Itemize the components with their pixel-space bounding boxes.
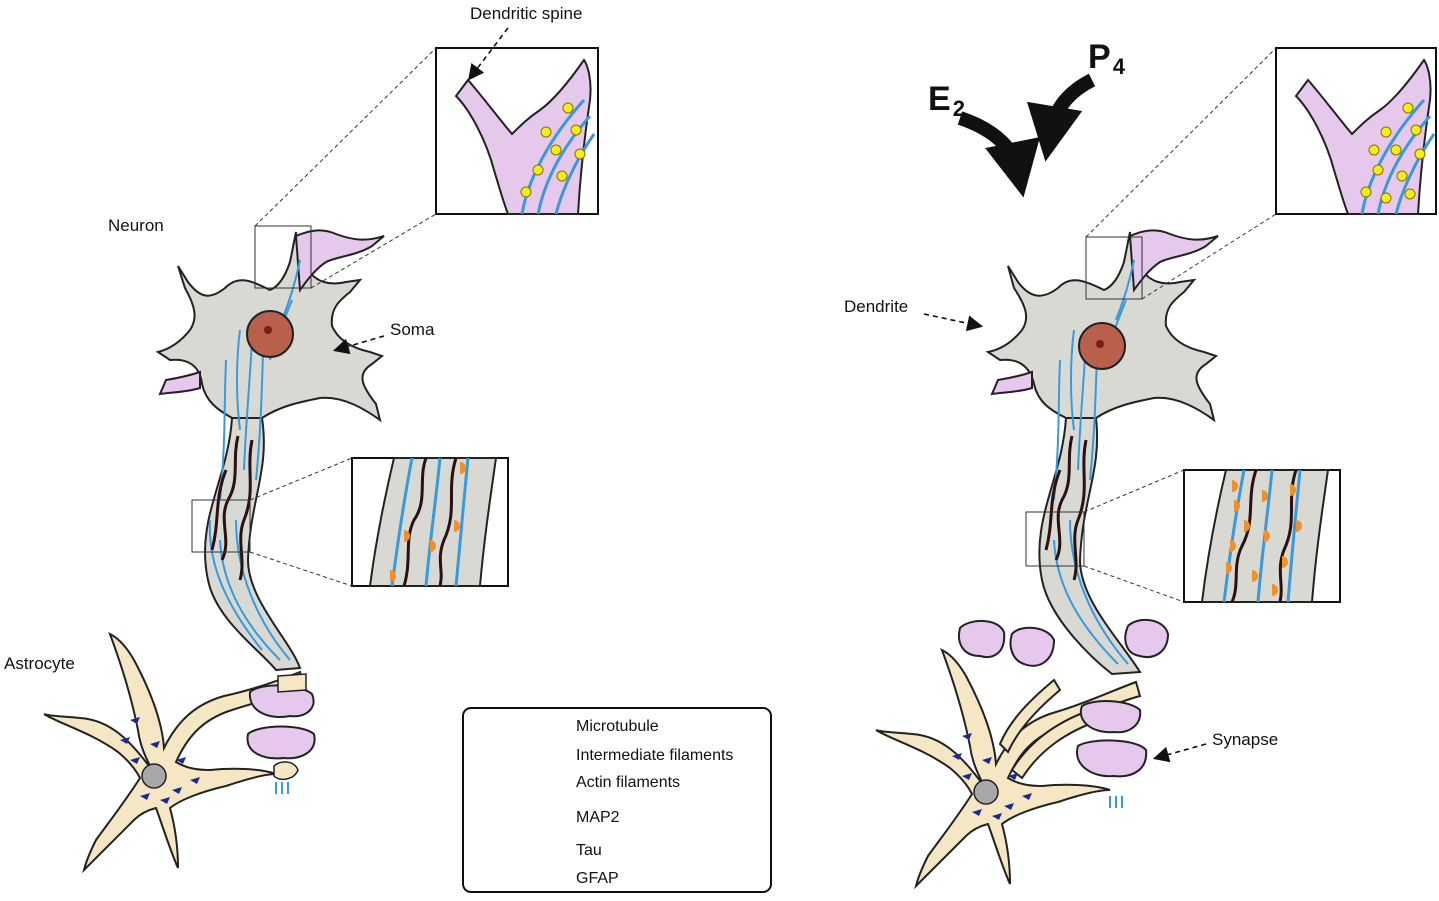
legend-item-gfap: GFAP xyxy=(464,865,770,895)
right-gfap-marks xyxy=(952,733,1032,820)
legend-label: Actin filaments xyxy=(576,774,681,791)
right-intermediate-filaments xyxy=(1044,435,1088,581)
left-spine-inset xyxy=(254,47,599,289)
right-synapse-bulb-5 xyxy=(1076,739,1148,778)
left-axon xyxy=(204,417,302,672)
right-astrocyte-nucleus xyxy=(973,779,999,805)
left-dendrite-zoom-frame xyxy=(254,225,312,289)
legend-item-actin-filaments: Actin filaments xyxy=(464,769,770,799)
left-astrocyte xyxy=(43,631,316,874)
left-gfap-marks xyxy=(120,717,200,804)
right-spine-inset xyxy=(1085,47,1437,300)
left-astrocyte-nucleus xyxy=(141,763,167,789)
right-synapse-bulb-4 xyxy=(1079,700,1142,734)
dendritic-spine-label: Dendritic spine xyxy=(470,4,583,23)
left-synapse-bulb-2 xyxy=(246,725,316,760)
neuron-label: Neuron xyxy=(108,216,164,235)
right-synapse-bulb-1 xyxy=(958,620,1006,658)
dendritic-spine-arrow xyxy=(468,27,509,81)
left-axon-inset xyxy=(249,457,509,587)
left-nucleus xyxy=(246,310,294,358)
legend-label: MAP2 xyxy=(576,809,620,826)
synapse-label: Synapse xyxy=(1212,730,1279,749)
legend-item-microtubule: Microtubule xyxy=(464,713,770,743)
astrocyte-label: Astrocyte xyxy=(4,654,75,673)
right-synapse-bulb-3 xyxy=(1124,618,1170,658)
left-axon-terminal-1 xyxy=(277,673,307,693)
right-axon-zoom-frame xyxy=(1025,511,1085,567)
legend-label: Tau xyxy=(576,842,602,859)
dendrite-arrow xyxy=(923,313,984,332)
synapse-arrow xyxy=(1152,743,1207,763)
right-nucleolus xyxy=(1096,340,1104,348)
left-dendrite-left xyxy=(158,370,201,396)
right-axon-inset xyxy=(1083,469,1341,603)
left-nucleolus xyxy=(264,326,272,334)
legend-label: Intermediate filaments xyxy=(576,747,734,764)
p4-label: P4 xyxy=(1088,38,1125,79)
right-dendrite-upper xyxy=(1128,229,1219,293)
legend-item-tau: Tau xyxy=(464,837,770,867)
dendrite-label: Dendrite xyxy=(844,297,909,316)
e2-arrow xyxy=(957,111,1040,198)
legend-label: GFAP xyxy=(576,870,619,887)
legend-label: Microtubule xyxy=(576,718,659,735)
left-axon-terminal-2 xyxy=(273,761,299,781)
right-synapse-bulb-2 xyxy=(1009,626,1056,667)
right-dendrite-left xyxy=(990,370,1033,396)
legend-item-intermediate-filaments: Intermediate filaments xyxy=(464,742,770,772)
annotation-arrows xyxy=(332,27,1207,763)
right-neuron xyxy=(985,229,1219,676)
left-axon-zoom-frame xyxy=(191,499,251,553)
right-axon xyxy=(1038,417,1142,676)
legend: Microtubule Intermediate filaments Actin… xyxy=(462,707,772,893)
legend-item-map2: MAP2 xyxy=(464,804,770,834)
p4-arrow xyxy=(1026,73,1096,162)
left-neuron xyxy=(155,225,385,672)
e2-label: E2 xyxy=(928,80,965,121)
left-dendrite-upper xyxy=(294,229,385,293)
right-astrocyte xyxy=(875,618,1170,890)
right-dendrite-zoom-frame xyxy=(1085,236,1143,300)
soma-label: Soma xyxy=(390,320,435,339)
